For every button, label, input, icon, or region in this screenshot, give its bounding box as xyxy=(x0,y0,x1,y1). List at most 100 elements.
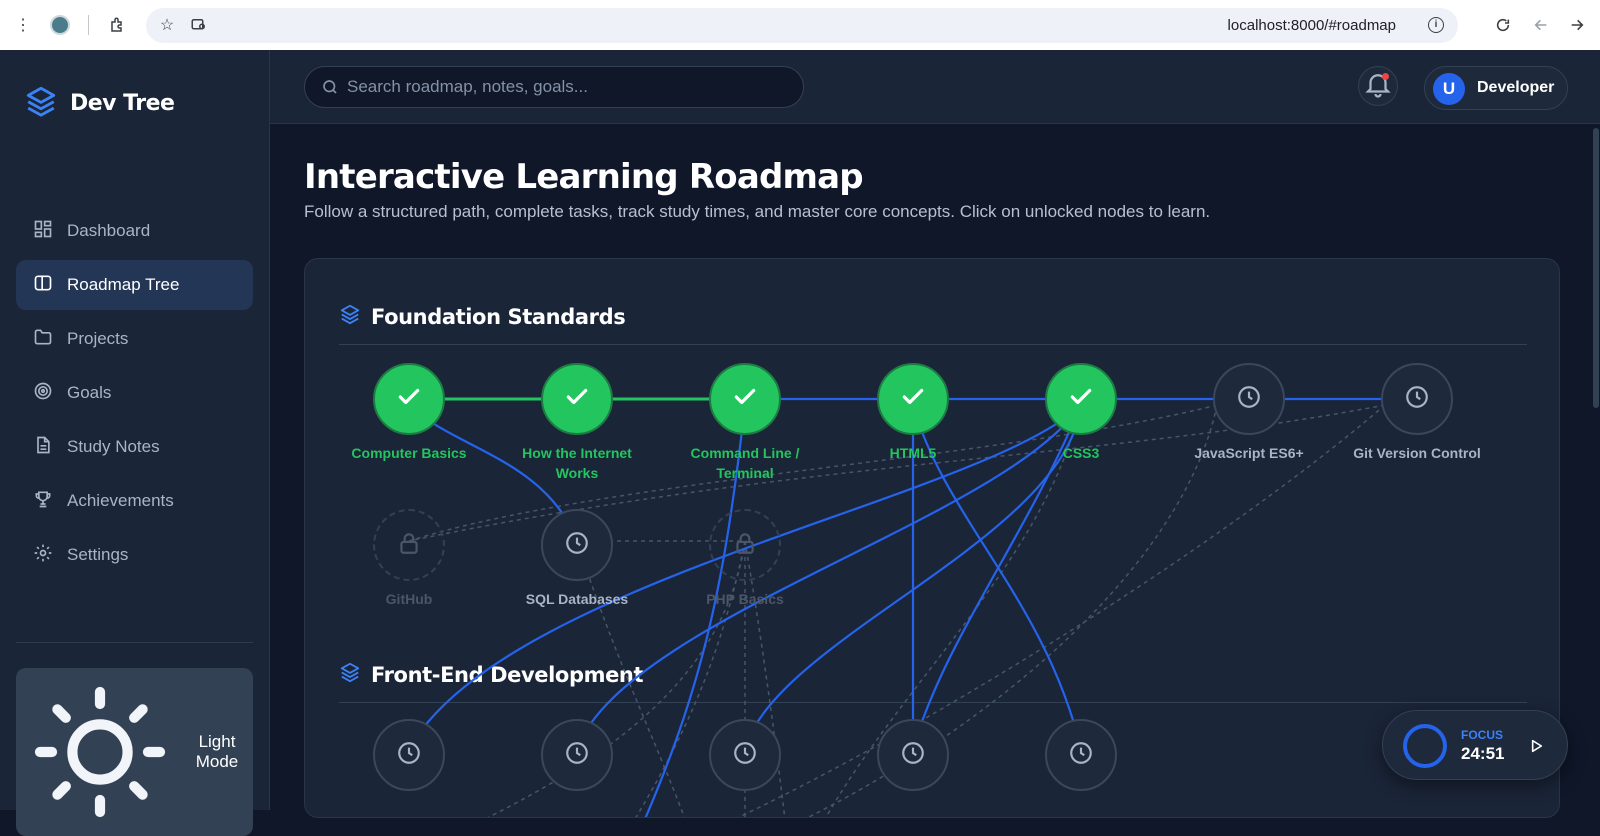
book-icon xyxy=(33,273,53,298)
roadmap-node-git[interactable] xyxy=(1381,363,1453,435)
section-title: Front-End Development xyxy=(371,662,644,687)
sidebar-item-label: Projects xyxy=(67,329,129,348)
browser-menu-icon[interactable]: ⋮ xyxy=(15,17,31,34)
lock-icon xyxy=(732,530,758,561)
trophy-icon xyxy=(33,489,53,514)
clock-icon xyxy=(1236,384,1262,415)
node-label: Command Line / Terminal xyxy=(690,445,800,481)
sidebar-item-settings[interactable]: Settings xyxy=(16,530,253,580)
sidebar-item-roadmap-tree[interactable]: Roadmap Tree xyxy=(16,260,253,310)
layers-logo-icon xyxy=(24,84,58,123)
section-header-frontend: Front-End Development xyxy=(339,661,644,688)
sidebar-item-label: Roadmap Tree xyxy=(67,275,180,294)
sidebar-item-label: Goals xyxy=(67,383,112,402)
node-label: SQL Databases xyxy=(525,591,629,607)
roadmap-node-javascript[interactable] xyxy=(1213,363,1285,435)
node-label: How the Internet Works xyxy=(522,445,632,481)
roadmap-node-computer-basics[interactable] xyxy=(373,363,445,435)
lock-icon xyxy=(396,530,422,561)
check-icon xyxy=(1068,384,1094,415)
search-box[interactable] xyxy=(304,66,804,108)
node-label: HTML5 xyxy=(889,445,937,461)
node-label: Git Version Control xyxy=(1353,445,1481,461)
address-bar[interactable]: ☆ localhost:8000/#roadmap i xyxy=(146,8,1458,43)
clock-icon xyxy=(396,740,422,771)
layers-icon xyxy=(339,303,361,330)
section-header-foundation: Foundation Standards xyxy=(339,303,626,330)
back-arrow-icon[interactable] xyxy=(1526,10,1556,40)
page-title: Interactive Learning Roadmap xyxy=(304,157,864,197)
profile-avatar-icon[interactable] xyxy=(50,15,70,35)
roadmap-node-css3[interactable] xyxy=(1045,363,1117,435)
notifications-button[interactable] xyxy=(1358,66,1398,106)
theme-toggle-label: Light Mode xyxy=(195,732,239,771)
roadmap-node-frontend-4[interactable] xyxy=(877,719,949,791)
search-icon xyxy=(321,78,339,101)
user-name: Developer xyxy=(1477,79,1555,96)
clock-icon xyxy=(732,740,758,771)
page-scrollbar-thumb[interactable] xyxy=(1593,128,1599,408)
node-label: PHP Basics xyxy=(706,591,784,607)
page-scrollbar-track[interactable] xyxy=(1592,124,1600,810)
play-icon[interactable] xyxy=(1525,735,1547,757)
clock-icon xyxy=(1068,740,1094,771)
sun-icon xyxy=(28,680,172,829)
sidebar-item-achievements[interactable]: Achievements xyxy=(16,476,253,526)
roadmap-node-frontend-2[interactable] xyxy=(541,719,613,791)
target-icon xyxy=(33,381,53,406)
focus-time: 24:51 xyxy=(1461,744,1505,763)
brand-name: Dev Tree xyxy=(70,91,175,116)
search-input[interactable] xyxy=(347,75,787,99)
sidebar-item-label: Dashboard xyxy=(67,221,151,240)
roadmap-node-frontend-1[interactable] xyxy=(373,719,445,791)
browser-toolbar: ⋮ ☆ localhost:8000/#roadmap i xyxy=(0,0,1600,50)
sidebar-item-goals[interactable]: Goals xyxy=(16,368,253,418)
focus-label: FOCUS xyxy=(1461,728,1503,742)
user-menu-button[interactable]: U Developer xyxy=(1424,66,1568,110)
sidebar-item-label: Settings xyxy=(67,545,129,564)
node-label: GitHub xyxy=(385,591,433,607)
top-bar: U Developer xyxy=(270,50,1600,124)
clock-icon xyxy=(564,740,590,771)
roadmap-node-sql[interactable] xyxy=(541,509,613,581)
sidebar-item-dashboard[interactable]: Dashboard xyxy=(16,206,253,256)
forward-arrow-icon[interactable] xyxy=(1562,10,1592,40)
grid-icon xyxy=(33,219,53,244)
timer-progress-ring xyxy=(1403,724,1447,768)
layers-icon xyxy=(339,661,361,688)
sidebar-nav: Dashboard Roadmap Tree Projects Goals St… xyxy=(16,206,253,584)
section-divider xyxy=(339,344,1527,345)
brand[interactable]: Dev Tree xyxy=(24,84,175,123)
roadmap-node-html5[interactable] xyxy=(877,363,949,435)
page-subtitle: Follow a structured path, complete tasks… xyxy=(304,202,1211,221)
theme-toggle-button[interactable]: Light Mode xyxy=(16,668,253,836)
reload-icon[interactable] xyxy=(1488,10,1518,40)
sidebar-item-label: Achievements xyxy=(67,491,174,510)
clock-icon xyxy=(1404,384,1430,415)
roadmap-node-command-line[interactable] xyxy=(709,363,781,435)
roadmap-node-frontend-5[interactable] xyxy=(1045,719,1117,791)
roadmap-node-internet[interactable] xyxy=(541,363,613,435)
sidebar-item-study-notes[interactable]: Study Notes xyxy=(16,422,253,472)
section-divider xyxy=(339,702,1527,703)
node-label: JavaScript ES6+ xyxy=(1194,445,1304,461)
bell-icon xyxy=(1363,69,1393,104)
extensions-icon[interactable] xyxy=(103,10,133,40)
notification-badge xyxy=(1382,73,1389,80)
node-label: CSS3 xyxy=(1062,445,1100,461)
sidebar: Dev Tree Dashboard Roadmap Tree Projects… xyxy=(0,50,270,836)
tab-search-icon[interactable] xyxy=(184,10,214,40)
roadmap-panel: Foundation Standards Front-End Developme… xyxy=(304,258,1560,818)
site-info-icon[interactable]: i xyxy=(1428,17,1444,33)
url-text[interactable]: localhost:8000/#roadmap xyxy=(1227,17,1396,34)
section-title: Foundation Standards xyxy=(371,304,626,329)
roadmap-node-github xyxy=(373,509,445,581)
roadmap-node-frontend-3[interactable] xyxy=(709,719,781,791)
sidebar-item-projects[interactable]: Projects xyxy=(16,314,253,364)
toolbar-divider xyxy=(88,15,89,35)
folder-icon xyxy=(33,327,53,352)
file-icon xyxy=(33,435,53,460)
check-icon xyxy=(396,384,422,415)
focus-timer-widget[interactable]: FOCUS 24:51 xyxy=(1382,710,1568,780)
bookmark-star-icon[interactable]: ☆ xyxy=(159,17,175,34)
